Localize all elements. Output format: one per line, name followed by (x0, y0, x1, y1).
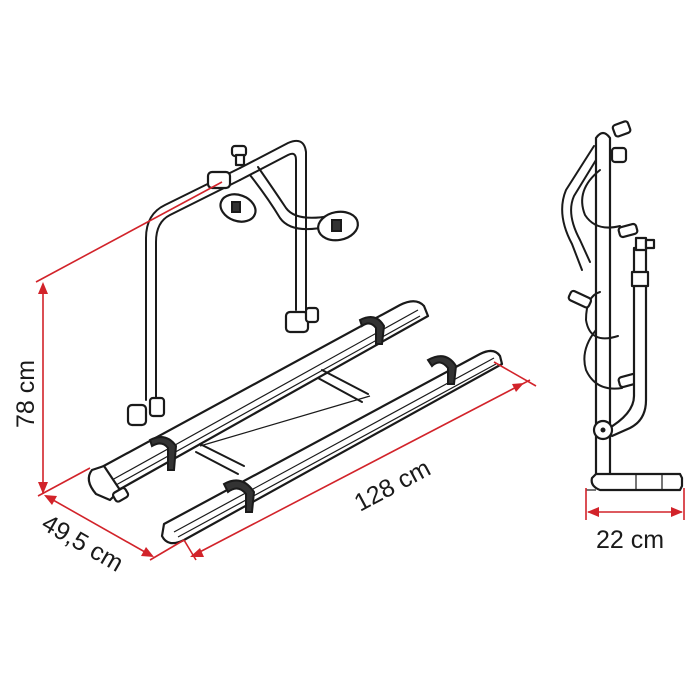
front-rail (160, 349, 504, 545)
cross-bars (195, 369, 371, 475)
length-label: 128 cm (350, 454, 436, 517)
side-telescopic-post (604, 236, 656, 438)
carrier-frame (126, 139, 359, 427)
length-dimension: 128 cm (183, 361, 537, 561)
side-foot (586, 472, 684, 492)
rear-rail (87, 300, 430, 503)
depth-label: 49,5 cm (37, 509, 128, 578)
side-depth-label: 22 cm (596, 526, 664, 554)
height-label: 78 cm (12, 360, 40, 428)
perspective-view: 78 cm 49,5 cm 128 cm (12, 139, 537, 578)
side-view: 22 cm (561, 120, 685, 554)
side-post (561, 120, 639, 486)
side-depth-dimension: 22 cm (585, 488, 685, 554)
height-dimension: 78 cm (12, 181, 223, 497)
